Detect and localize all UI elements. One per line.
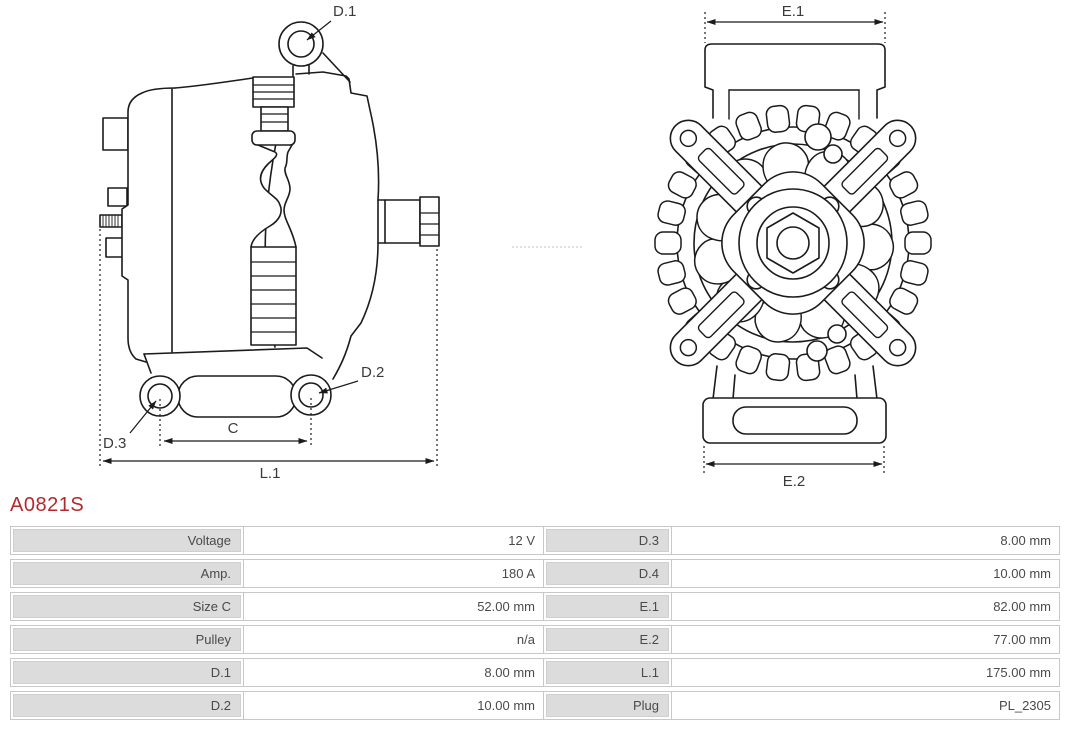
spec-label: D.3 [546,529,669,552]
side-view-dimensions [99,20,438,467]
bottom-bracket [702,397,887,444]
dim-label-d1: D.1 [333,3,356,20]
spec-label: L.1 [546,661,669,684]
leader-d1 [306,20,332,41]
spec-label-cell: Amp. [11,560,244,587]
bottom-bracket-slot [732,406,858,435]
side-view [99,21,440,418]
dim-label-d3: D.3 [103,435,126,452]
spec-table: Voltage 12 V D.3 8.00 mm Amp. 180 A D.4 … [10,526,1060,724]
spec-value-cell: 82.00 mm [993,599,1051,614]
hub [721,171,865,315]
spec-value-cell: 8.00 mm [1000,533,1051,548]
spec-value-cell: 180 A [244,560,544,587]
spec-label-cell: Voltage [11,527,244,554]
spec-value-cell: 175.00 mm [985,665,1051,680]
shaft-bore [776,226,810,260]
spec-row: D.1 8.00 mm L.1 175.00 mm [10,658,1060,687]
spec-label: D.4 [546,562,669,585]
spec-row: D.2 10.00 mm Plug PL_2305 [10,691,1060,720]
front-view-dimensions [703,12,886,476]
alternator-technical-drawing: D.1 D.2 D.3 C L.1 [99,3,932,490]
spec-label-cell: Pulley [11,626,244,653]
top-lug-bore [287,30,315,58]
rear-cover [121,87,176,363]
dim-label-c: C [228,420,239,437]
spec-label: D.1 [13,661,241,684]
spec-label: Pulley [13,628,241,651]
spec-label-cell: Size C [11,593,244,620]
spec-value-cell: 77.00 mm [993,632,1051,647]
spec-label: Amp. [13,562,241,585]
spec-label: D.2 [13,694,241,717]
spec-row: Amp. 180 A D.4 10.00 mm [10,559,1060,588]
dim-label-d2: D.2 [361,364,384,381]
terminal-blocks [99,117,129,258]
shaft-stud-block [377,196,440,247]
ribbed-shaft [250,76,297,346]
bottom-bracket-legs [712,365,878,400]
spec-row: Voltage 12 V D.3 8.00 mm [10,526,1060,555]
spec-value-cell: 10.00 mm [244,692,544,719]
housing-holes [804,123,847,362]
spec-label-cell: D.1 [11,659,244,686]
spec-value-cell: 10.00 mm [993,566,1051,581]
dim-label-e1: E.1 [782,3,805,20]
spec-value-cell: PL_2305 [998,698,1051,713]
spec-value-cell: 12 V [244,527,544,554]
spec-label-cell: E.2 [544,626,672,653]
spec-row: Size C 52.00 mm E.1 82.00 mm [10,592,1060,621]
spec-label-cell: D.2 [11,692,244,719]
front-view [654,43,932,444]
part-number: A0821S [10,494,85,516]
spec-label: Plug [546,694,669,717]
spec-label-cell: D.4 [544,560,672,587]
dim-label-e2: E.2 [783,473,806,490]
spec-label-cell: L.1 [544,659,672,686]
leader-d2 [318,380,359,394]
spec-row: Pulley n/a E.2 77.00 mm [10,625,1060,654]
spec-label-cell: Plug [544,692,672,719]
spec-label: Size C [13,595,241,618]
spec-value-cell: n/a [244,626,544,653]
spec-label-cell: D.3 [544,527,672,554]
mounting-ear-right-bore [298,382,324,408]
leader-d3 [129,400,157,434]
mounting-lugs [139,347,332,418]
spec-label: Voltage [13,529,241,552]
dim-label-l1: L.1 [260,465,281,482]
spec-value-cell: 52.00 mm [244,593,544,620]
spec-label: E.1 [546,595,669,618]
top-bracket [704,43,886,120]
spec-label-cell: E.1 [544,593,672,620]
spec-label: E.2 [546,628,669,651]
spec-value-cell: 8.00 mm [244,659,544,686]
